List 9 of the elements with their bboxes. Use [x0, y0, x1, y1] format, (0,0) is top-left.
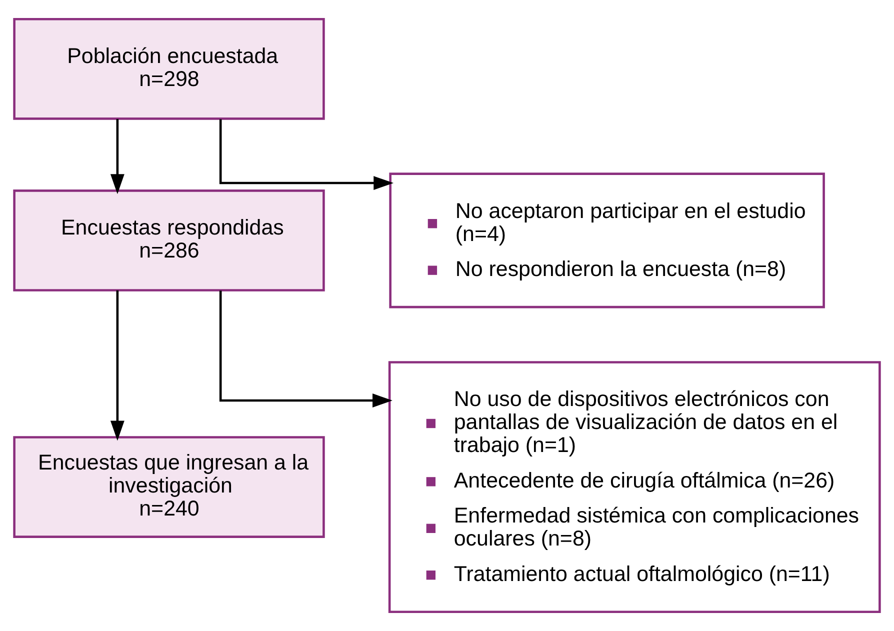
- node-box: Población encuestada n=298: [13, 18, 325, 120]
- arrow: [110, 119, 124, 194]
- node-box: Encuestas respondidas n=286: [13, 190, 325, 292]
- arrow: [110, 290, 124, 441]
- node-box: Encuestas que ingresan a la investigación n=240: [13, 436, 325, 538]
- arrow: [219, 290, 392, 408]
- node-box: No aceptaron participar en el estudio (n=4) No respondieron la encuesta (n=8): [389, 172, 825, 308]
- arrow: [219, 119, 394, 190]
- node-box: No uso de dispositivos electrónicos con pantallas de visualización de datos en el trabajo (n=1) Antecedente de cirugía oftálmica (n=26) Enfermedad sistémica con complicaciones oculares (n=8) Tratamiento actual oftalmológico (n=11): [388, 361, 881, 614]
